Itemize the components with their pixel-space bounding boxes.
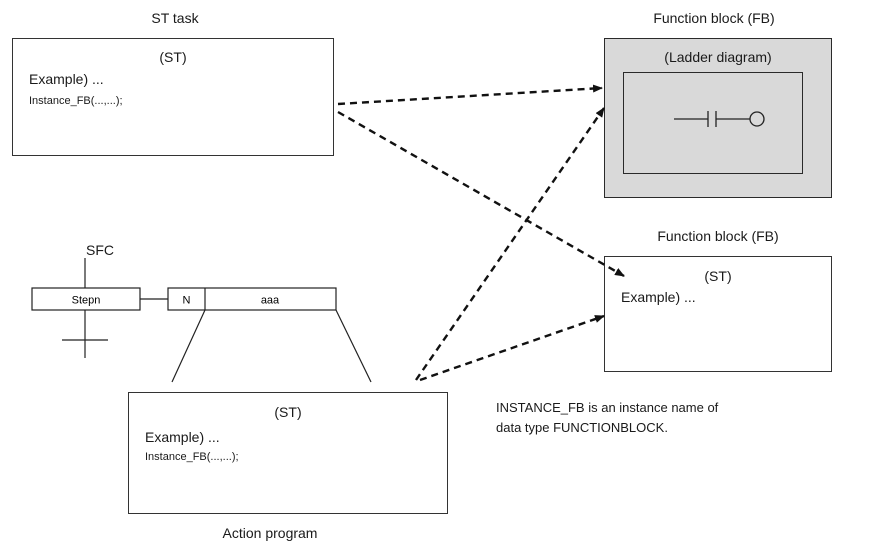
fb-ladder-inner-title: (Ladder diagram) [664, 49, 772, 65]
sfc-action-qualifier: N [183, 295, 191, 307]
fb-st-caption: Function block (FB) [657, 228, 779, 244]
instance-note-line2: data type FUNCTIONBLOCK. [496, 420, 668, 435]
st-task-example-text: Example) ... [29, 71, 104, 87]
instance-note-line1: INSTANCE_FB is an instance name of [496, 400, 719, 415]
arrow-action-to-ladder-fb [415, 107, 605, 381]
ladder-rung-svg [674, 111, 765, 127]
sfc-action-name: aaa [261, 295, 280, 307]
fb-ladder-caption: Function block (FB) [653, 10, 775, 26]
arrow-st-task-to-st-fb [337, 110, 625, 278]
sfc-action-block [167, 287, 337, 311]
sfc-step-label: Stepn [72, 295, 101, 307]
action-program-box-title: (ST) [274, 404, 302, 420]
action-program-example-text: Example) ... [145, 429, 220, 445]
st-task-caption: ST task [151, 10, 199, 26]
action-program-caption: Action program [222, 525, 318, 541]
expand-line-right [335, 309, 372, 383]
fb-st-example-text: Example) ... [621, 289, 696, 305]
ladder-diagram-frame [623, 72, 803, 174]
st-task-box-title: (ST) [159, 49, 187, 65]
fb-ladder-box: (Ladder diagram) [604, 38, 832, 198]
action-program-instance-call: Instance_FB(...,...); [145, 451, 239, 463]
arrow-st-task-to-ladder-fb [337, 84, 603, 106]
fb-st-box-title: (ST) [704, 268, 732, 284]
expand-line-left [171, 309, 206, 383]
fb-st-box: (ST) Example) ... [604, 256, 832, 372]
action-program-box: (ST) Example) ... Instance_FB(...,...); [128, 392, 448, 514]
sfc-caption: SFC [86, 242, 114, 258]
st-task-box: (ST) Example) ... Instance_FB(...,...); [12, 38, 334, 156]
st-task-instance-call: Instance_FB(...,...); [29, 95, 123, 107]
coil-icon [749, 111, 765, 127]
sfc-step-box [31, 287, 141, 311]
arrow-action-to-st-fb [419, 314, 605, 382]
